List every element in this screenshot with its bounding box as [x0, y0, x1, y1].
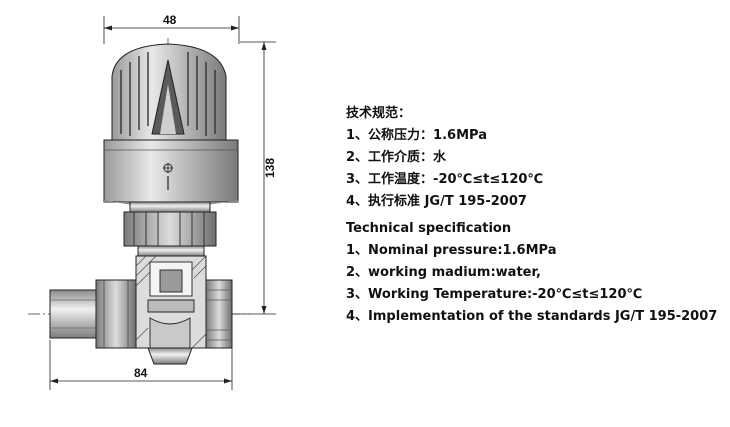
spec-english-item: 4、Implementation of the standards JG/T 1… [346, 309, 718, 324]
dimension-width-label: 48 [163, 13, 177, 27]
spec-chinese-item: 1、公称压力：1.6MPa [346, 128, 487, 143]
spec-english-title: Technical specification [346, 221, 512, 236]
spec-english-item: 1、Nominal pressure:1.6MPa [346, 243, 557, 258]
spec-english: Technical specification 1、Nominal pressu… [346, 218, 717, 328]
spec-chinese: 技术规范： 1、公称压力：1.6MPa 2、工作介质：水 3、工作温度：-20℃… [346, 103, 543, 213]
dimension-height-label: 138 [263, 158, 277, 178]
thermostat-knob [103, 43, 239, 207]
dimension-height: 138 [232, 41, 277, 315]
dimension-length: 84 [49, 340, 233, 390]
spec-chinese-item: 3、工作温度：-20℃≤t≤120℃ [346, 172, 544, 187]
spec-english-item: 3、Working Temperature:-20℃≤t≤120℃ [346, 287, 643, 302]
spec-english-item: 2、working madium:water, [346, 265, 541, 280]
valve-technical-drawing: 48 138 84 [28, 13, 277, 390]
spec-chinese-item: 4、执行标准 JG/T 195-2007 [346, 194, 527, 209]
valve-body [49, 255, 233, 365]
valve-neck-nut [123, 201, 217, 257]
spec-chinese-title: 技术规范： [346, 106, 412, 121]
dimension-width: 48 [103, 13, 240, 44]
spec-chinese-item: 2、工作介质：水 [346, 150, 447, 165]
dimension-length-label: 84 [134, 366, 148, 380]
